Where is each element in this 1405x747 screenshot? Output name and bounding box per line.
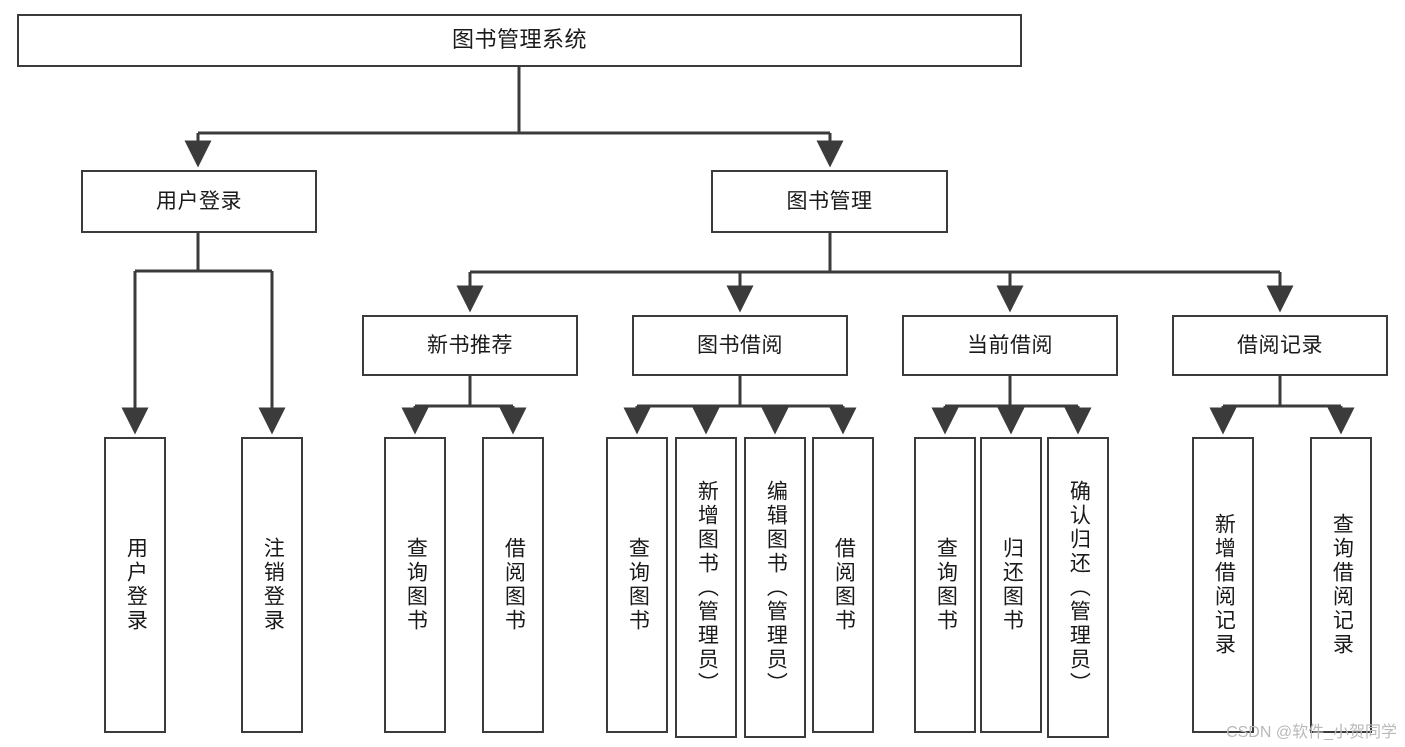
node-leaf-query-record-label: 查询借阅记录 xyxy=(1330,513,1354,657)
node-leaf-edit-book[interactable]: 编辑图书（管理员） xyxy=(744,437,806,738)
node-book-manage-label: 图书管理 xyxy=(786,189,873,213)
node-leaf-borrow-book-2[interactable]: 借阅图书 xyxy=(812,437,874,733)
node-leaf-borrow-book-2-label: 借阅图书 xyxy=(832,537,856,633)
node-leaf-add-record-label: 新增借阅记录 xyxy=(1212,513,1236,657)
node-leaf-return-book-label: 归还图书 xyxy=(1000,537,1024,633)
node-book-borrow-label: 图书借阅 xyxy=(697,333,783,357)
node-leaf-query-record[interactable]: 查询借阅记录 xyxy=(1310,437,1372,733)
csdn-watermark: CSDN @软件_小贺同学 xyxy=(1226,724,1397,741)
node-book-borrow[interactable]: 图书借阅 xyxy=(632,315,848,376)
node-leaf-add-book[interactable]: 新增图书（管理员） xyxy=(675,437,737,738)
node-borrow-record-label: 借阅记录 xyxy=(1237,333,1323,357)
node-root-label: 图书管理系统 xyxy=(451,27,587,53)
node-leaf-query-book-1[interactable]: 查询图书 xyxy=(384,437,446,733)
node-leaf-user-logout-label: 注销登录 xyxy=(261,537,285,633)
node-leaf-confirm-return-label: 确认归还（管理员） xyxy=(1067,479,1091,696)
node-user-login-label: 用户登录 xyxy=(156,189,242,213)
node-new-book-recommend-label: 新书推荐 xyxy=(427,333,513,357)
node-current-borrow[interactable]: 当前借阅 xyxy=(902,315,1118,376)
node-leaf-query-book-3[interactable]: 查询图书 xyxy=(914,437,976,733)
node-leaf-user-login[interactable]: 用户登录 xyxy=(104,437,166,733)
node-leaf-borrow-book-1-label: 借阅图书 xyxy=(502,537,526,633)
node-leaf-user-login-label: 用户登录 xyxy=(124,537,148,633)
node-leaf-confirm-return[interactable]: 确认归还（管理员） xyxy=(1047,437,1109,738)
node-leaf-add-book-label: 新增图书（管理员） xyxy=(695,479,719,696)
node-leaf-query-book-1-label: 查询图书 xyxy=(404,537,428,633)
node-leaf-user-logout[interactable]: 注销登录 xyxy=(241,437,303,733)
node-leaf-edit-book-label: 编辑图书（管理员） xyxy=(764,479,788,696)
node-leaf-query-book-2-label: 查询图书 xyxy=(626,537,650,633)
node-book-manage[interactable]: 图书管理 xyxy=(711,170,948,233)
node-leaf-return-book[interactable]: 归还图书 xyxy=(980,437,1042,733)
node-leaf-add-record[interactable]: 新增借阅记录 xyxy=(1192,437,1254,733)
node-new-book-recommend[interactable]: 新书推荐 xyxy=(362,315,578,376)
node-current-borrow-label: 当前借阅 xyxy=(967,333,1053,357)
node-leaf-borrow-book-1[interactable]: 借阅图书 xyxy=(482,437,544,733)
node-leaf-query-book-3-label: 查询图书 xyxy=(934,537,958,633)
node-user-login[interactable]: 用户登录 xyxy=(81,170,317,233)
node-root[interactable]: 图书管理系统 xyxy=(17,14,1022,67)
node-borrow-record[interactable]: 借阅记录 xyxy=(1172,315,1388,376)
node-leaf-query-book-2[interactable]: 查询图书 xyxy=(606,437,668,733)
